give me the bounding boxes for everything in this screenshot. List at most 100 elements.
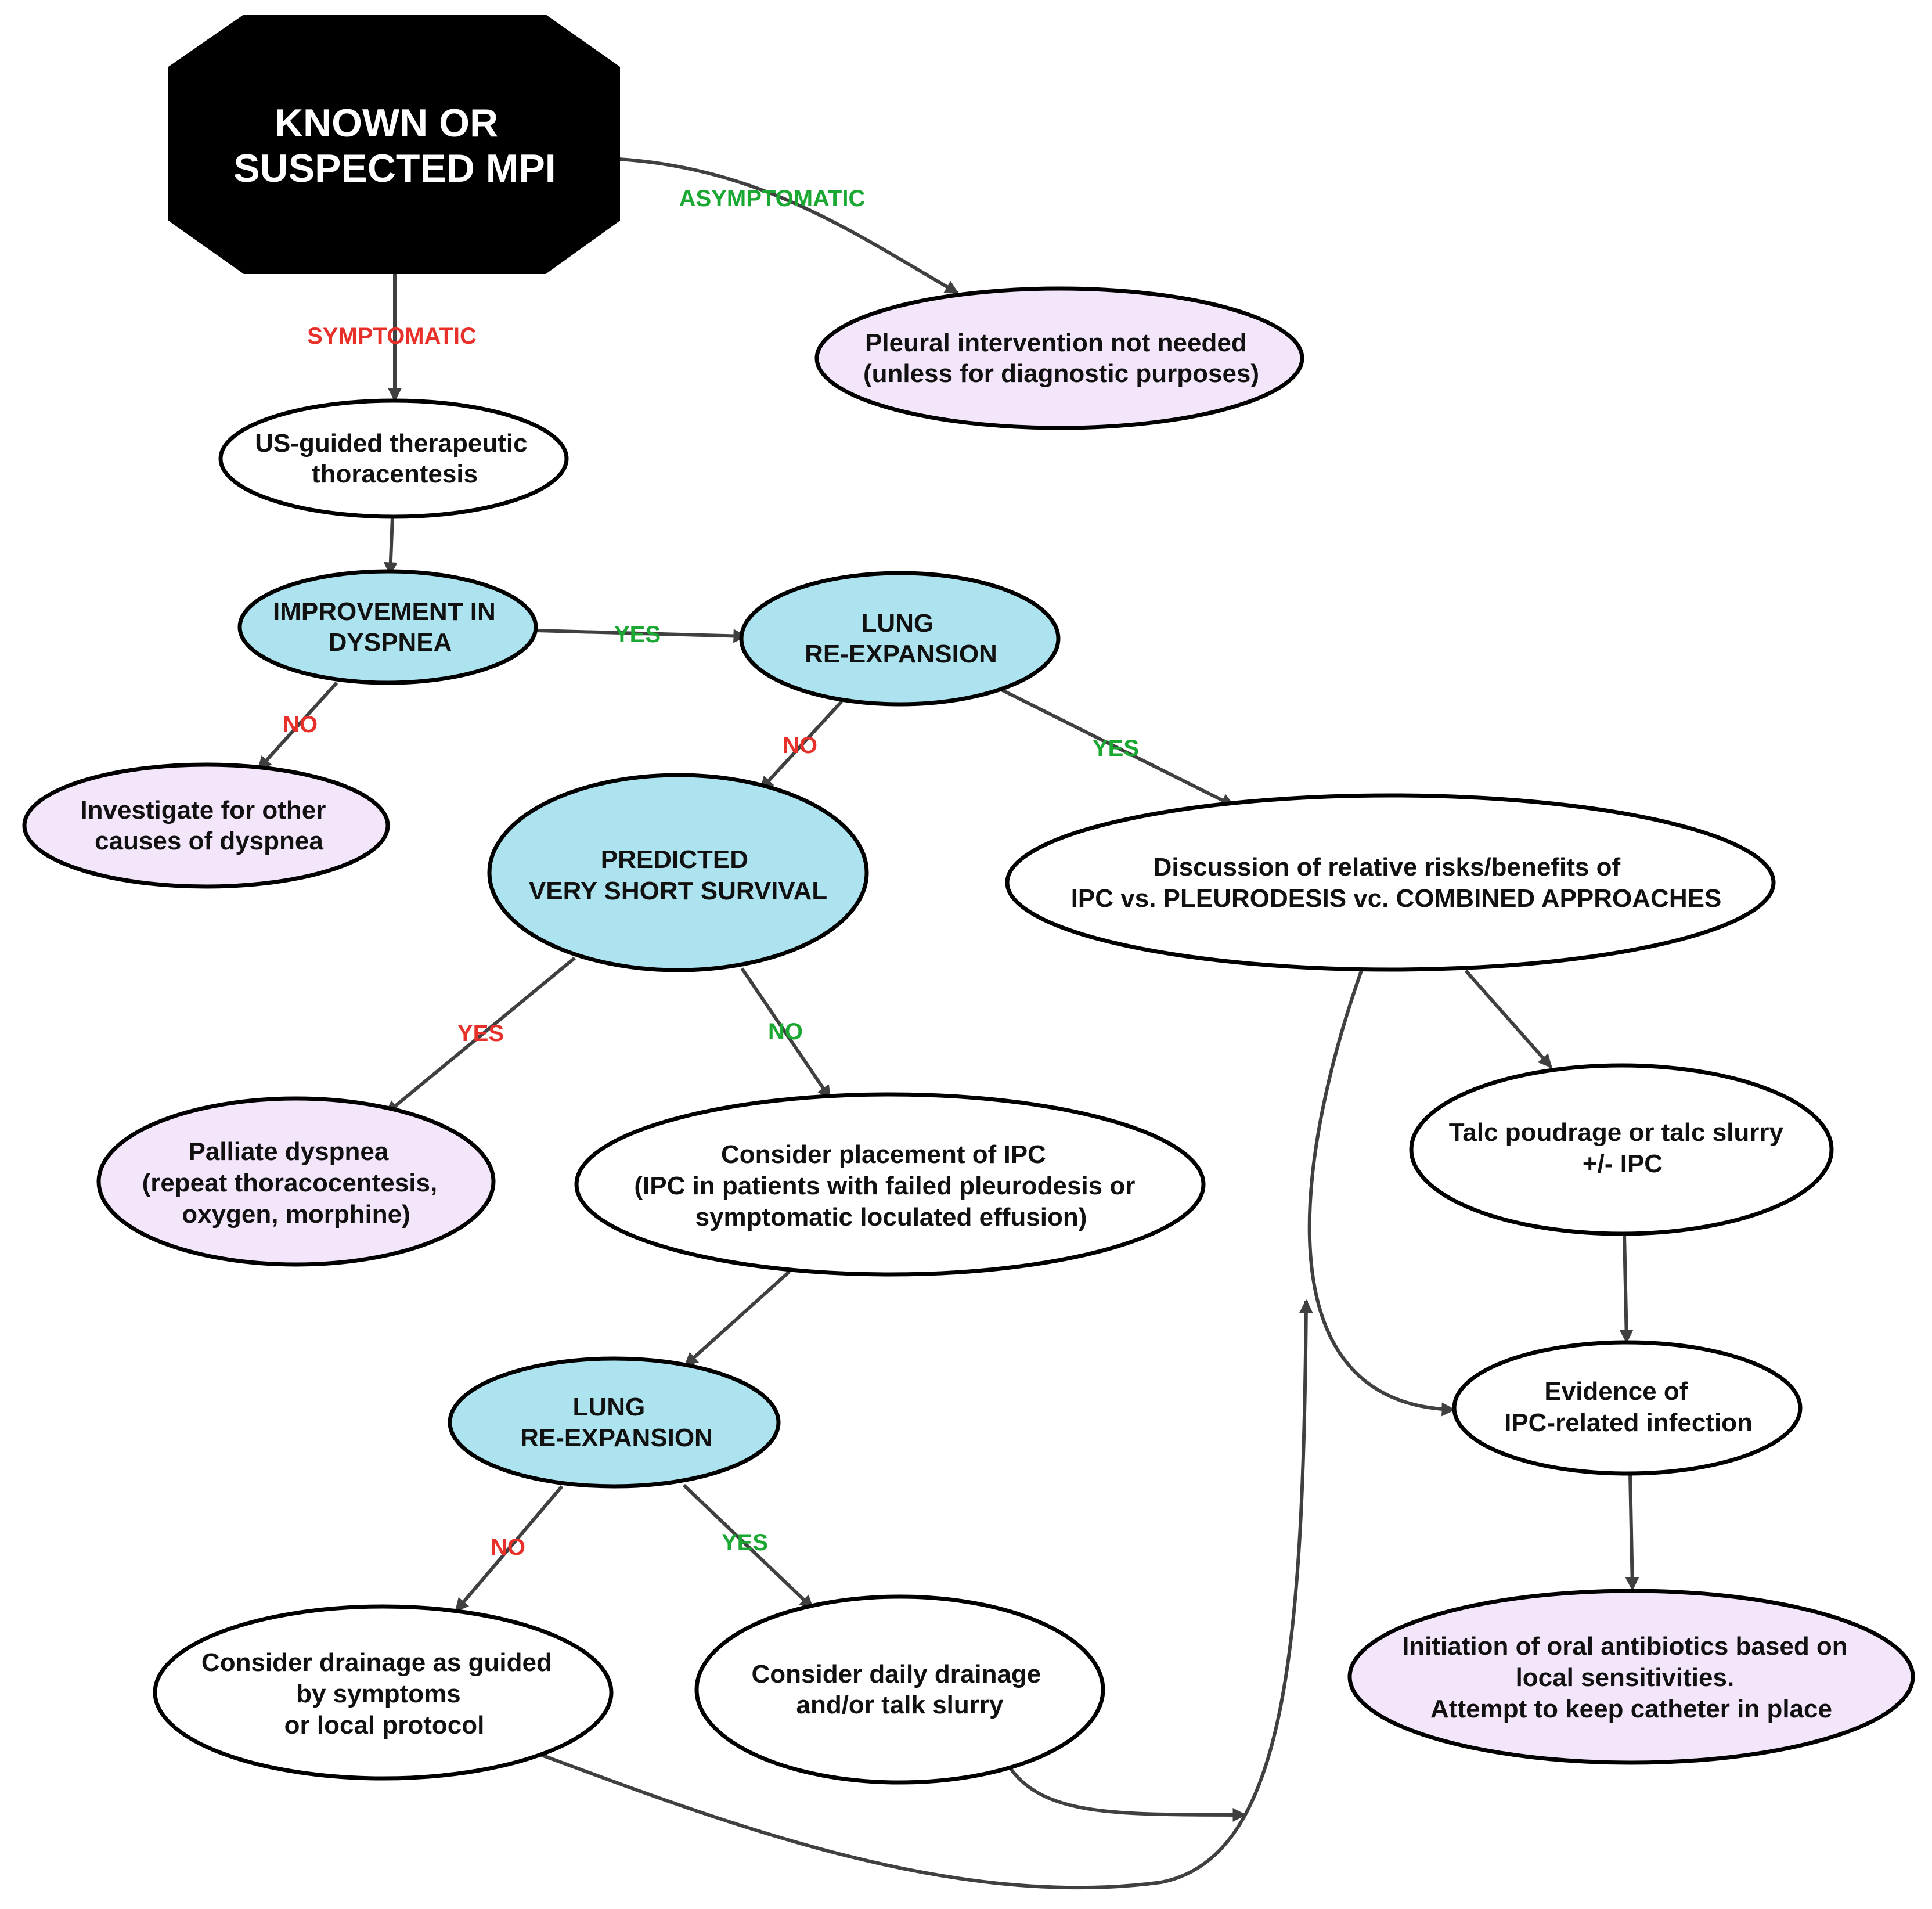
text-line: RE-EXPANSION	[520, 1424, 713, 1452]
text-line: Pleural intervention not needed	[865, 329, 1247, 357]
node-known-or-suspected-mpi-text: KNOWN OR SUSPECTED MPI	[233, 101, 556, 190]
node-talc-poudrage-or-slurry-text: Talc poudrage or talc slurry +/- IPC	[1449, 1118, 1790, 1178]
text-line: Evidence of	[1544, 1377, 1688, 1406]
node-investigate-other-causes-text: Investigate for other causes of dyspnea	[80, 796, 333, 855]
ellipse-shape	[1452, 1340, 1803, 1476]
node-us-guided-thoracentesis-text: US-guided therapeutic thoracentesis	[255, 429, 535, 488]
ellipse-shape	[574, 1092, 1206, 1277]
node-improvement-in-dyspnea: IMPROVEMENT IN DYSPNEA	[237, 569, 538, 685]
edge-discussion-to-infection	[1307, 970, 1456, 1417]
text-line: VERY SHORT SURVIVAL	[529, 877, 827, 905]
edge-lung-reexpansion-2-to-daily-drainage	[682, 1483, 814, 1610]
node-predicted-very-short-survival-text: PREDICTED VERY SHORT SURVIVAL	[529, 845, 827, 905]
text-line: Investigate for other	[80, 796, 326, 824]
label-reexp2-no: NO	[491, 1535, 525, 1560]
text-line: (unless for diagnostic purposes)	[863, 359, 1259, 388]
text-line: LUNG	[573, 1393, 646, 1421]
ellipse-shape	[487, 773, 869, 972]
node-evidence-of-ipc-infection-text: Evidence of IPC-related infection	[1504, 1377, 1753, 1437]
text-line: Palliate dyspnea	[188, 1137, 388, 1166]
ellipse-shape	[1409, 1063, 1834, 1236]
edge-thoracentesis-to-improvement	[383, 516, 398, 577]
ellipse-shape	[448, 1356, 781, 1489]
label-reexp2-yes: YES	[722, 1530, 768, 1555]
node-consider-drainage-by-symptoms: Consider drainage as guided by symptoms …	[153, 1604, 614, 1781]
text-line: Consider drainage as guided	[201, 1648, 552, 1677]
text-line: Talc poudrage or talc slurry	[1449, 1118, 1784, 1147]
edge-discussion-to-talc	[1464, 970, 1553, 1068]
text-line: and/or talk slurry	[796, 1691, 1004, 1719]
node-lung-reexpansion-1-text: LUNG RE-EXPANSION	[805, 609, 997, 668]
text-line: Consider daily drainage	[751, 1660, 1041, 1688]
edge-infection-to-antibiotics	[1625, 1473, 1639, 1591]
text-line: IMPROVEMENT IN	[273, 597, 496, 626]
edge-drain-symptoms-to-loop	[536, 1299, 1313, 1890]
node-investigate-other-causes: Investigate for other causes of dyspnea	[22, 762, 390, 889]
node-palliate-dyspnea-text: Palliate dyspnea (repeat thoracocentesis…	[142, 1137, 445, 1229]
node-consider-daily-drainage-text: Consider daily drainage and/or talk slur…	[751, 1660, 1048, 1719]
ellipse-shape	[739, 571, 1061, 707]
text-line: RE-EXPANSION	[805, 640, 997, 668]
ellipse-shape	[237, 569, 538, 685]
text-line: +/- IPC	[1583, 1150, 1663, 1178]
label-survival-yes: YES	[457, 1021, 504, 1046]
label-survival-no: NO	[768, 1019, 803, 1044]
text-line: by symptoms	[296, 1680, 461, 1708]
node-improvement-in-dyspnea-text: IMPROVEMENT IN DYSPNEA	[273, 597, 503, 657]
text-line: US-guided therapeutic	[255, 429, 527, 458]
text-line: IPC-related infection	[1504, 1409, 1753, 1437]
edge-improvement-to-investigate	[257, 681, 338, 771]
ellipse-shape	[694, 1594, 1105, 1785]
edge-lung-reexpansion-to-predicted-survival	[759, 700, 844, 791]
edge-start-to-no-intervention	[618, 157, 960, 295]
text-line: Initiation of oral antibiotics based on	[1402, 1632, 1848, 1661]
node-talc-poudrage-or-slurry: Talc poudrage or talc slurry +/- IPC	[1409, 1063, 1834, 1236]
octagon-shape	[168, 15, 620, 274]
node-initiation-of-oral-antibiotics-text: Initiation of oral antibiotics based on …	[1402, 1632, 1855, 1723]
ellipse-shape	[1347, 1589, 1915, 1765]
node-lung-reexpansion-1: LUNG RE-EXPANSION	[739, 571, 1061, 707]
node-palliate-dyspnea: Palliate dyspnea (repeat thoracocentesis…	[96, 1096, 496, 1267]
label-symptomatic: SYMPTOMATIC	[307, 323, 477, 349]
text-line: thoracentesis	[312, 460, 478, 488]
text-line: oxygen, morphine)	[182, 1200, 410, 1229]
edge-talc-to-infection	[1619, 1233, 1634, 1344]
ellipse-shape	[153, 1604, 614, 1781]
ellipse-shape	[218, 398, 569, 519]
ellipse-shape	[814, 286, 1304, 430]
node-predicted-very-short-survival: PREDICTED VERY SHORT SURVIVAL	[487, 773, 869, 972]
text-line: SUSPECTED MPI	[233, 146, 556, 190]
text-line: KNOWN OR	[275, 101, 498, 145]
node-evidence-of-ipc-infection: Evidence of IPC-related infection	[1452, 1340, 1803, 1476]
label-reexp1-no: NO	[783, 733, 817, 758]
node-pleural-intervention-not-needed: Pleural intervention not needed (unless …	[814, 286, 1304, 430]
edge-improvement-to-lung-reexpansion	[536, 629, 748, 643]
edge-predicted-survival-to-consider-ipc	[740, 967, 832, 1100]
node-consider-daily-drainage: Consider daily drainage and/or talk slur…	[694, 1594, 1105, 1785]
ellipse-shape	[22, 762, 390, 889]
node-discussion-risks-benefits-text: Discussion of relative risks/benefits of…	[1071, 853, 1722, 913]
node-consider-placement-of-ipc: Consider placement of IPC (IPC in patien…	[574, 1092, 1206, 1277]
edge-lung-reexpansion-to-discussion	[1000, 688, 1235, 808]
text-line: PREDICTED	[601, 845, 748, 874]
ellipse-shape	[1005, 793, 1776, 972]
label-reexp1-yes: YES	[1093, 736, 1139, 761]
text-line: (IPC in patients with failed pleurodesis…	[634, 1172, 1135, 1200]
node-known-or-suspected-mpi: KNOWN OR SUSPECTED MPI	[168, 15, 620, 274]
node-initiation-of-oral-antibiotics: Initiation of oral antibiotics based on …	[1347, 1589, 1915, 1765]
text-line: LUNG	[862, 609, 934, 637]
node-consider-drainage-by-symptoms-text: Consider drainage as guided by symptoms …	[201, 1648, 559, 1739]
node-us-guided-thoracentesis: US-guided therapeutic thoracentesis	[218, 398, 569, 519]
node-lung-reexpansion-2-text: LUNG RE-EXPANSION	[520, 1393, 713, 1452]
label-asymptomatic: ASYMPTOMATIC	[679, 186, 866, 211]
node-pleural-intervention-not-needed-text: Pleural intervention not needed (unless …	[863, 329, 1259, 388]
text-line: Attempt to keep catheter in place	[1430, 1695, 1832, 1723]
text-line: local sensitivities.	[1516, 1663, 1735, 1692]
node-discussion-risks-benefits: Discussion of relative risks/benefits of…	[1005, 793, 1776, 972]
edge-lung-reexpansion-2-to-drain-symptoms	[454, 1485, 564, 1612]
text-line: or local protocol	[284, 1711, 485, 1739]
text-line: Discussion of relative risks/benefits of	[1154, 853, 1621, 881]
node-consider-placement-of-ipc-text: Consider placement of IPC (IPC in patien…	[634, 1140, 1142, 1231]
ellipse-shape	[96, 1096, 496, 1267]
text-line: Consider placement of IPC	[721, 1140, 1046, 1169]
